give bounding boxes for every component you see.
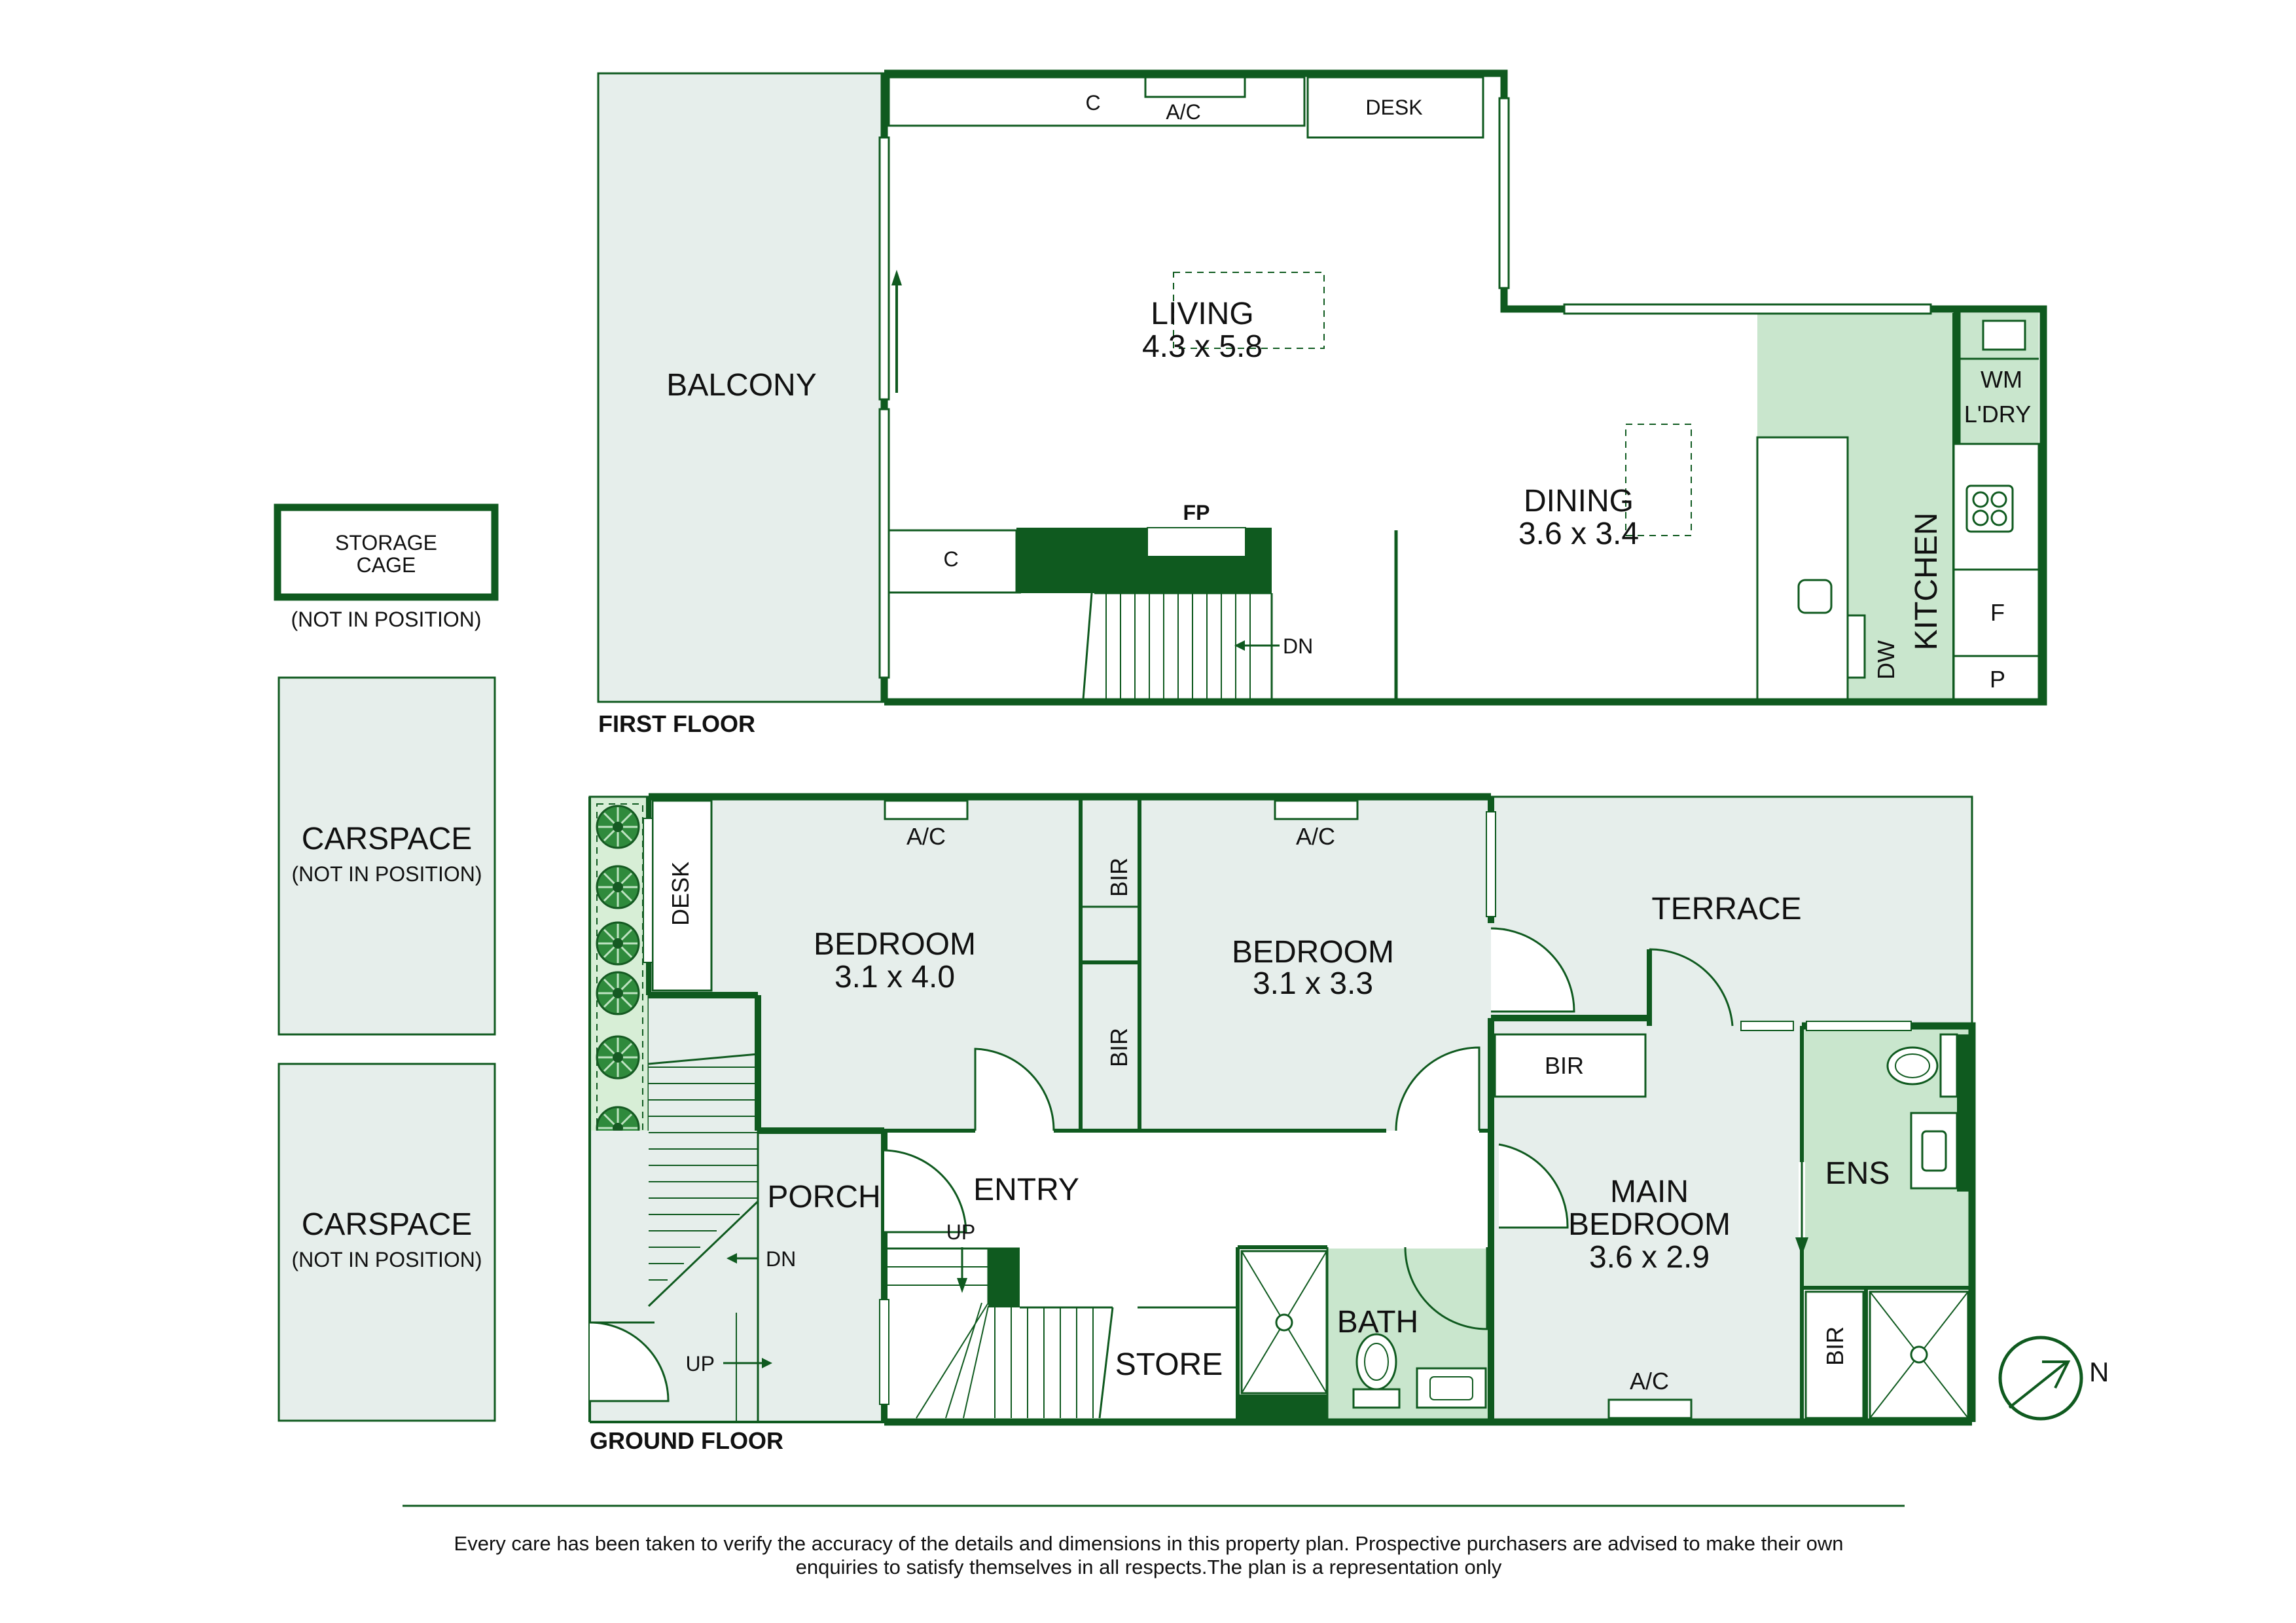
closet-2-label: C xyxy=(943,547,958,571)
closet-label: C xyxy=(1085,91,1100,115)
stair-dn-ff: DN xyxy=(1283,634,1313,658)
first-floor-label: FIRST FLOOR xyxy=(598,710,755,737)
fridge-label: F xyxy=(1990,599,2005,626)
desk-label-ff: DESK xyxy=(1365,96,1422,119)
bir-ens-label: BIR xyxy=(1821,1326,1848,1366)
entry-up-label: UP xyxy=(946,1220,975,1244)
terrace-label: TERRACE xyxy=(1651,892,1801,926)
disclaimer-line2: enquiries to satisfy themselves in all r… xyxy=(795,1556,1502,1578)
bedroom2-name: BEDROOM xyxy=(1232,935,1394,970)
bir-main-label: BIR xyxy=(1545,1052,1584,1079)
ensuite-label: ENS xyxy=(1825,1156,1890,1191)
kitchen-label: KITCHEN xyxy=(1909,513,1944,651)
pantry-label: P xyxy=(1990,666,2005,693)
storage-cage-note: (NOT IN POSITION) xyxy=(291,608,482,631)
first-floor: BALCONY C A/C DESK LIVING 4.3 x 5.8 DINI… xyxy=(597,69,2047,737)
entry-label: ENTRY xyxy=(973,1173,1079,1207)
fireplace-label: FP xyxy=(1183,501,1210,524)
north-label: N xyxy=(2089,1357,2109,1387)
porch-label: PORCH xyxy=(767,1180,880,1214)
store-label: STORE xyxy=(1115,1347,1223,1382)
dw-label: DW xyxy=(1873,640,1899,680)
desk-label-gf: DESK xyxy=(667,862,694,926)
storage-cage: STORAGE CAGE (NOT IN POSITION) xyxy=(274,503,499,631)
ground-floor-label: GROUND FLOOR xyxy=(590,1427,783,1454)
bedroom2-size: 3.1 x 3.3 xyxy=(1253,966,1373,1001)
balcony-label: BALCONY xyxy=(666,368,816,403)
bedroom1-ac: A/C xyxy=(906,823,946,850)
bedroom1-name: BEDROOM xyxy=(814,927,976,962)
porch-up-label: UP xyxy=(686,1352,715,1376)
living-size: 4.3 x 5.8 xyxy=(1142,329,1263,364)
laundry-label: L'DRY xyxy=(1964,401,2031,428)
north-arrow-icon: N xyxy=(1998,1336,2109,1421)
carspace-1: CARSPACE (NOT IN POSITION) xyxy=(278,676,496,1036)
balcony xyxy=(597,72,886,703)
storage-cage-line1: STORAGE xyxy=(335,531,437,555)
bir-top-label: BIR xyxy=(1105,858,1132,897)
storage-cage-line2: CAGE xyxy=(357,553,416,577)
stairs-porch: DN UP xyxy=(647,1053,796,1422)
ac-label-ff: A/C xyxy=(1166,100,1200,124)
carspace-2: CARSPACE (NOT IN POSITION) xyxy=(278,1063,496,1422)
main-bedroom-line1: MAIN xyxy=(1610,1175,1689,1209)
stairs-ground-floor: UP xyxy=(884,1220,1238,1419)
disclaimer-line1: Every care has been taken to verify the … xyxy=(454,1532,1844,1555)
dining-size: 3.6 x 3.4 xyxy=(1518,517,1639,551)
dining-name: DINING xyxy=(1524,484,1634,519)
wm-label: WM xyxy=(1981,366,2022,393)
carspace-1-note: (NOT IN POSITION) xyxy=(292,862,482,886)
ground-floor: DESK A/C BEDROOM 3.1 x 4.0 BIR BIR A/C B… xyxy=(588,793,1976,1454)
main-bedroom-ac: A/C xyxy=(1630,1368,1669,1395)
main-bedroom-line2: BEDROOM xyxy=(1568,1207,1731,1242)
main-bedroom-size: 3.6 x 2.9 xyxy=(1589,1240,1710,1275)
carspace-2-name: CARSPACE xyxy=(302,1207,473,1242)
carspace-1-name: CARSPACE xyxy=(302,822,473,856)
bir-bottom-label: BIR xyxy=(1105,1028,1132,1067)
porch-dn-label: DN xyxy=(766,1247,796,1271)
living-name: LIVING xyxy=(1151,297,1253,331)
bedroom2-ac: A/C xyxy=(1296,823,1335,850)
disclaimer: Every care has been taken to verify the … xyxy=(393,1532,1905,1579)
bedroom1-size: 3.1 x 4.0 xyxy=(834,960,955,994)
stairs-first-floor: DN xyxy=(1082,592,1313,700)
carspace-2-note: (NOT IN POSITION) xyxy=(292,1248,482,1271)
